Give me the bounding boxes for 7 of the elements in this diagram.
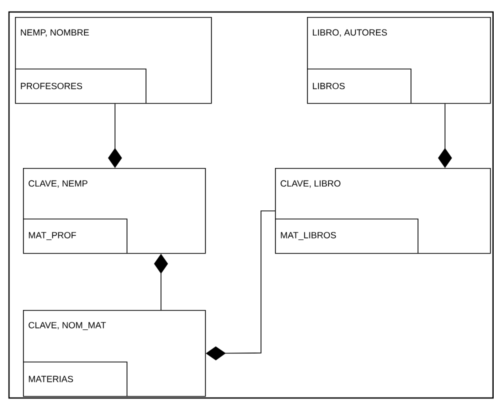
table-box: NEMP, NOMBRE PROFESORES: [14, 17, 212, 104]
table-box: LIBRO, AUTORES LIBROS: [306, 17, 491, 104]
table-box: CLAVE, LIBRO MAT_LIBROS: [274, 168, 491, 254]
aggregation-line: [438, 103, 452, 168]
table-box: CLAVE, NOM_MAT MATERIAS: [22, 310, 206, 397]
aggregation-line: [108, 103, 122, 168]
table-box: CLAVE, NEMP MAT_PROF: [22, 168, 206, 254]
